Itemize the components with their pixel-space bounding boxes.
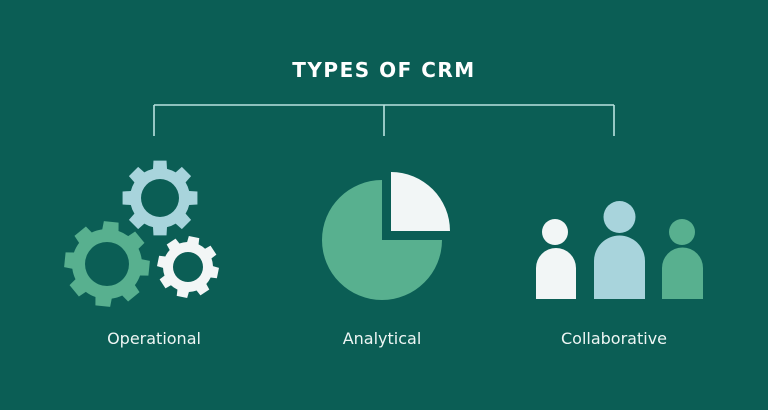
pie-chart-icon xyxy=(322,172,450,300)
label-collaborative: Collaborative xyxy=(560,329,667,348)
gear-green xyxy=(64,221,150,307)
gear-white xyxy=(157,236,219,298)
label-operational: Operational xyxy=(107,329,201,348)
pie-main-slice xyxy=(322,180,442,300)
label-analytical: Analytical xyxy=(342,329,422,348)
person-green xyxy=(662,219,703,299)
diagram-title: TYPES OF CRM xyxy=(292,58,476,82)
people-icon xyxy=(536,201,703,299)
person-white xyxy=(536,219,576,299)
person-light-blue xyxy=(594,201,645,299)
bracket-connector xyxy=(153,104,615,136)
pie-exploded-slice xyxy=(391,172,450,231)
gear-light-blue xyxy=(122,160,198,236)
gears-icon xyxy=(64,160,219,307)
